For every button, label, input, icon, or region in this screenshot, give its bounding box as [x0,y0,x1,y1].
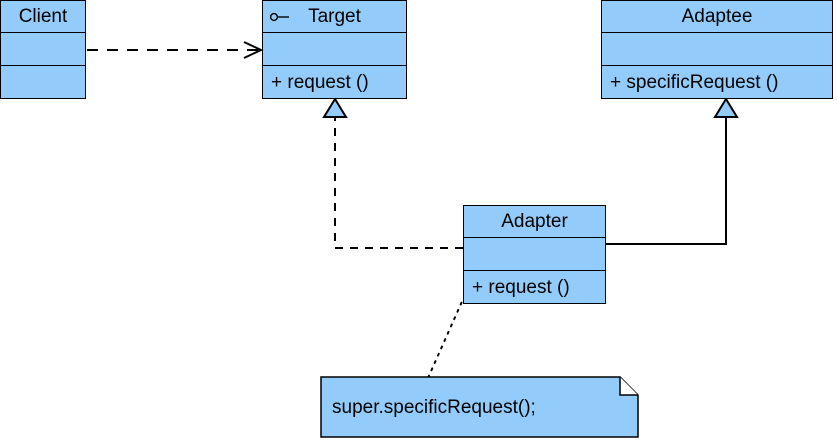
hollow-triangle-arrowhead-icon [322,97,348,118]
dependency-client-to-target [87,41,264,59]
class-name-label: Client [18,6,68,27]
generalization-line [606,117,727,245]
target-attributes-compartment [263,33,406,66]
client-attributes-compartment [1,33,85,66]
adaptee-operations-compartment: + specificRequest () [602,66,832,98]
adaptee-attributes-compartment [602,33,832,66]
adapter-operations-compartment: + request () [464,271,605,303]
adaptee-name-compartment: Adaptee [602,1,832,33]
note-shape-with-folded-corner-icon [320,376,639,438]
interface-lollipop-icon [269,12,289,21]
target-operations-compartment: + request () [263,66,406,98]
adaptee-operations-label: + specificRequest () [610,71,779,93]
note-text-label: super.specificRequest(); [332,396,536,418]
adapter-operations-label: + request () [472,276,570,298]
adapter-attributes-compartment [464,238,605,271]
hollow-triangle-arrowhead-icon [713,97,739,118]
class-box-target[interactable]: Target + request () [262,0,407,99]
class-box-client[interactable]: Client [0,0,86,99]
class-name-label: Adaptee [681,6,753,27]
target-operations-label: + request () [271,71,369,93]
client-name-compartment: Client [1,1,85,33]
realization-line [334,117,463,249]
note-box[interactable]: super.specificRequest(); [320,376,639,438]
class-name-label: Adapter [501,211,568,232]
realization-adapter-to-target [322,97,463,249]
generalization-adapter-to-adaptee [606,97,739,245]
class-name-label: Target [308,6,361,27]
class-box-adaptee[interactable]: Adaptee + specificRequest () [601,0,833,99]
note-anchor-line [427,287,469,379]
note-anchor-dotted-line [427,287,469,379]
target-name-compartment: Target [263,1,406,33]
open-arrowhead-icon [243,41,264,59]
client-operations-compartment [1,66,85,98]
class-box-adapter[interactable]: Adapter + request () [463,205,606,304]
adapter-name-compartment: Adapter [464,206,605,238]
